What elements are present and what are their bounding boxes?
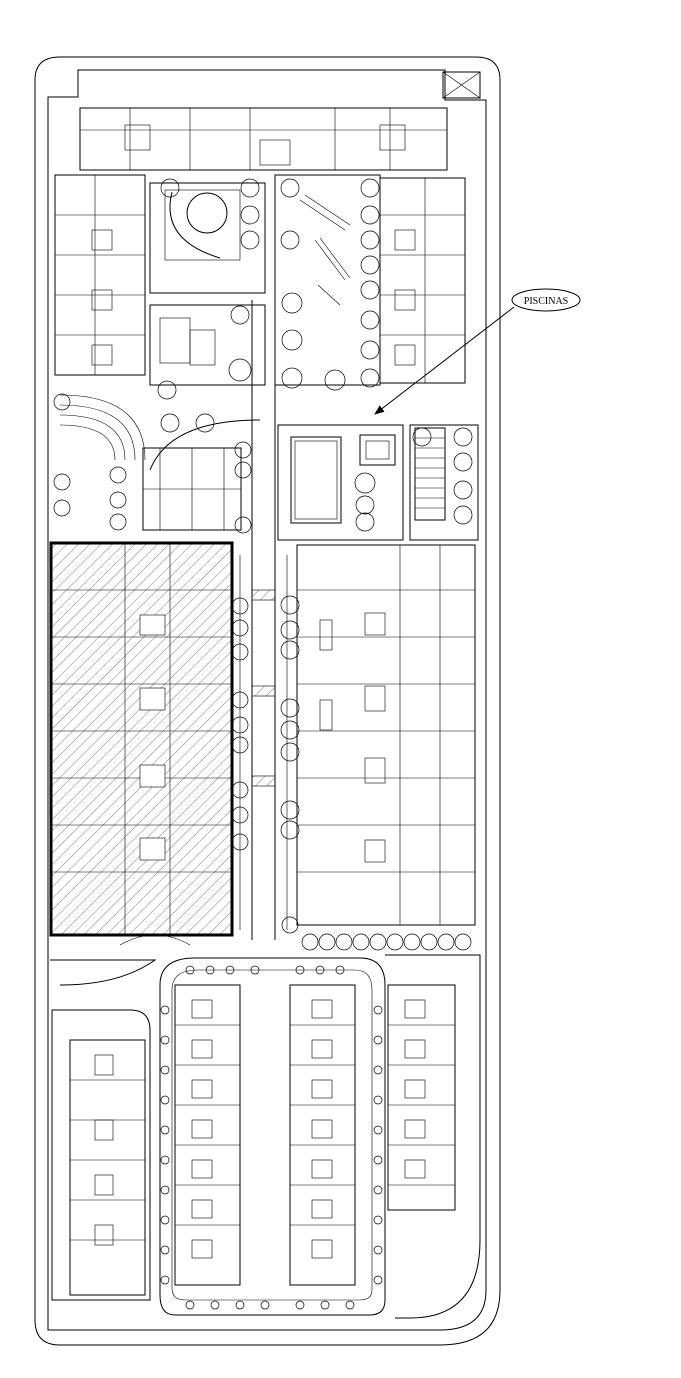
northeast-units — [379, 177, 466, 384]
middle-east-block — [296, 544, 476, 926]
pool-area — [277, 424, 479, 541]
north-building-block — [79, 107, 448, 171]
callout-label: PISCINAS — [524, 296, 568, 307]
northwest-units — [54, 174, 146, 376]
central-walkway — [239, 300, 288, 940]
site-boundary — [34, 56, 501, 1346]
tree-row-south — [301, 933, 472, 951]
pool-callout: PISCINAS — [374, 288, 581, 415]
callout-bubble — [511, 288, 581, 312]
hatched-block-west — [49, 541, 234, 937]
south-housing-center-b — [289, 984, 356, 1286]
curved-plaza — [59, 394, 261, 471]
callout-arrow — [374, 306, 515, 415]
south-housing-west — [69, 1039, 146, 1296]
south-housing-center-a — [174, 984, 241, 1286]
north-courtyard — [149, 174, 381, 386]
trees-walkway — [231, 595, 300, 934]
sports-court — [142, 447, 242, 531]
south-loop-road — [50, 934, 481, 1319]
trees-north — [53, 178, 473, 534]
south-housing-east — [387, 984, 456, 1211]
trees-loop — [160, 965, 383, 1310]
